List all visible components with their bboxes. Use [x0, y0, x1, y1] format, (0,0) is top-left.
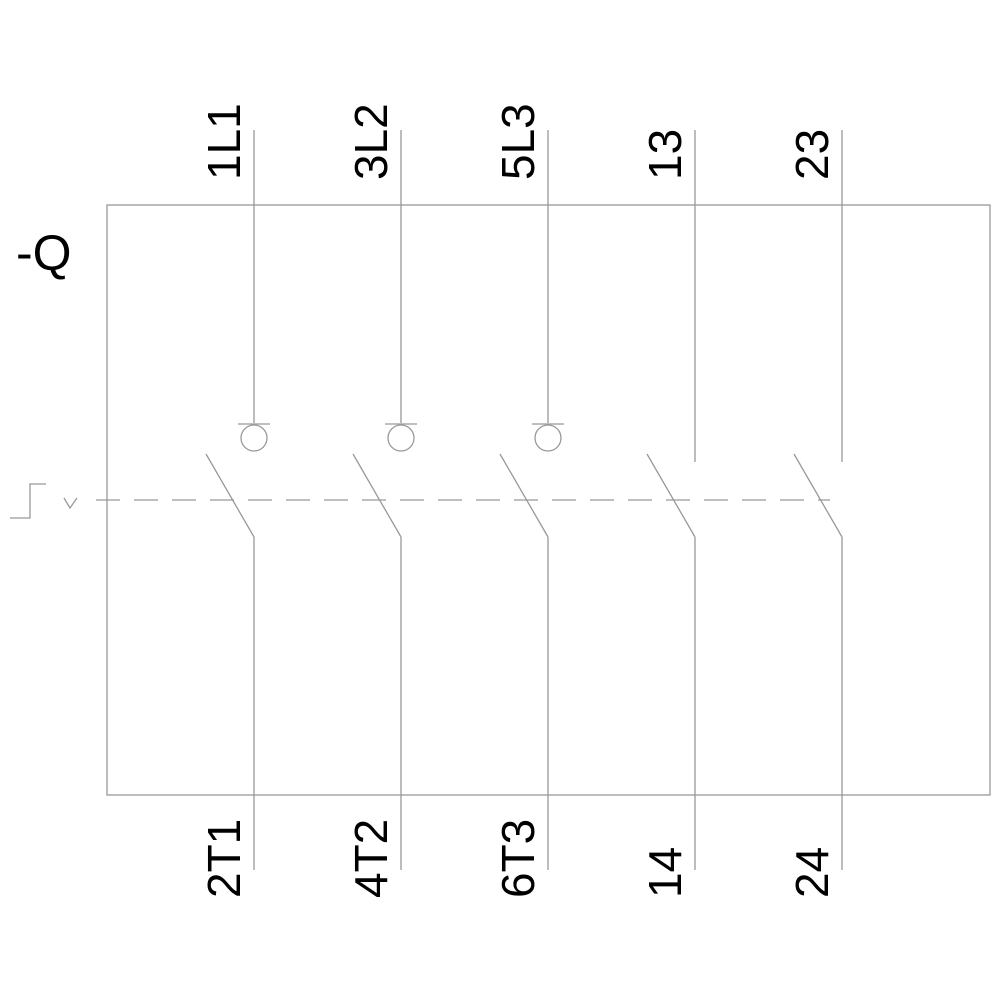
contact-blade [205, 453, 255, 538]
pole-3: 5L3 6T3 [492, 103, 564, 898]
top-terminal-label: 3L2 [345, 103, 397, 180]
bottom-terminal-label: 24 [786, 847, 838, 898]
trip-release-icon [387, 424, 415, 452]
manual-operator-icon [10, 483, 78, 519]
top-terminal-label: 13 [639, 129, 691, 180]
bottom-terminal-label: 2T1 [198, 819, 250, 898]
top-terminal-label: 23 [786, 129, 838, 180]
contact-blade [646, 453, 696, 538]
device-tag: -Q [16, 225, 72, 281]
pole-5: 23 24 [786, 129, 843, 898]
pole-4: 13 14 [639, 129, 696, 898]
contact-blade [499, 453, 549, 538]
top-terminal-label: 1L1 [198, 103, 250, 180]
pole-1: 1L1 2T1 [198, 103, 270, 898]
contact-blade [352, 453, 402, 538]
pole-2: 3L2 4T2 [345, 103, 417, 898]
bottom-terminal-label: 6T3 [492, 819, 544, 898]
poles: 1L1 2T1 3L2 4T2 5L3 6T3 13 14 23 24 [198, 103, 843, 898]
contact-blade [793, 453, 843, 538]
trip-release-icon [534, 424, 562, 452]
bottom-terminal-label: 4T2 [345, 819, 397, 898]
top-terminal-label: 5L3 [492, 103, 544, 180]
trip-release-icon [240, 424, 268, 452]
bottom-terminal-label: 14 [639, 847, 691, 898]
